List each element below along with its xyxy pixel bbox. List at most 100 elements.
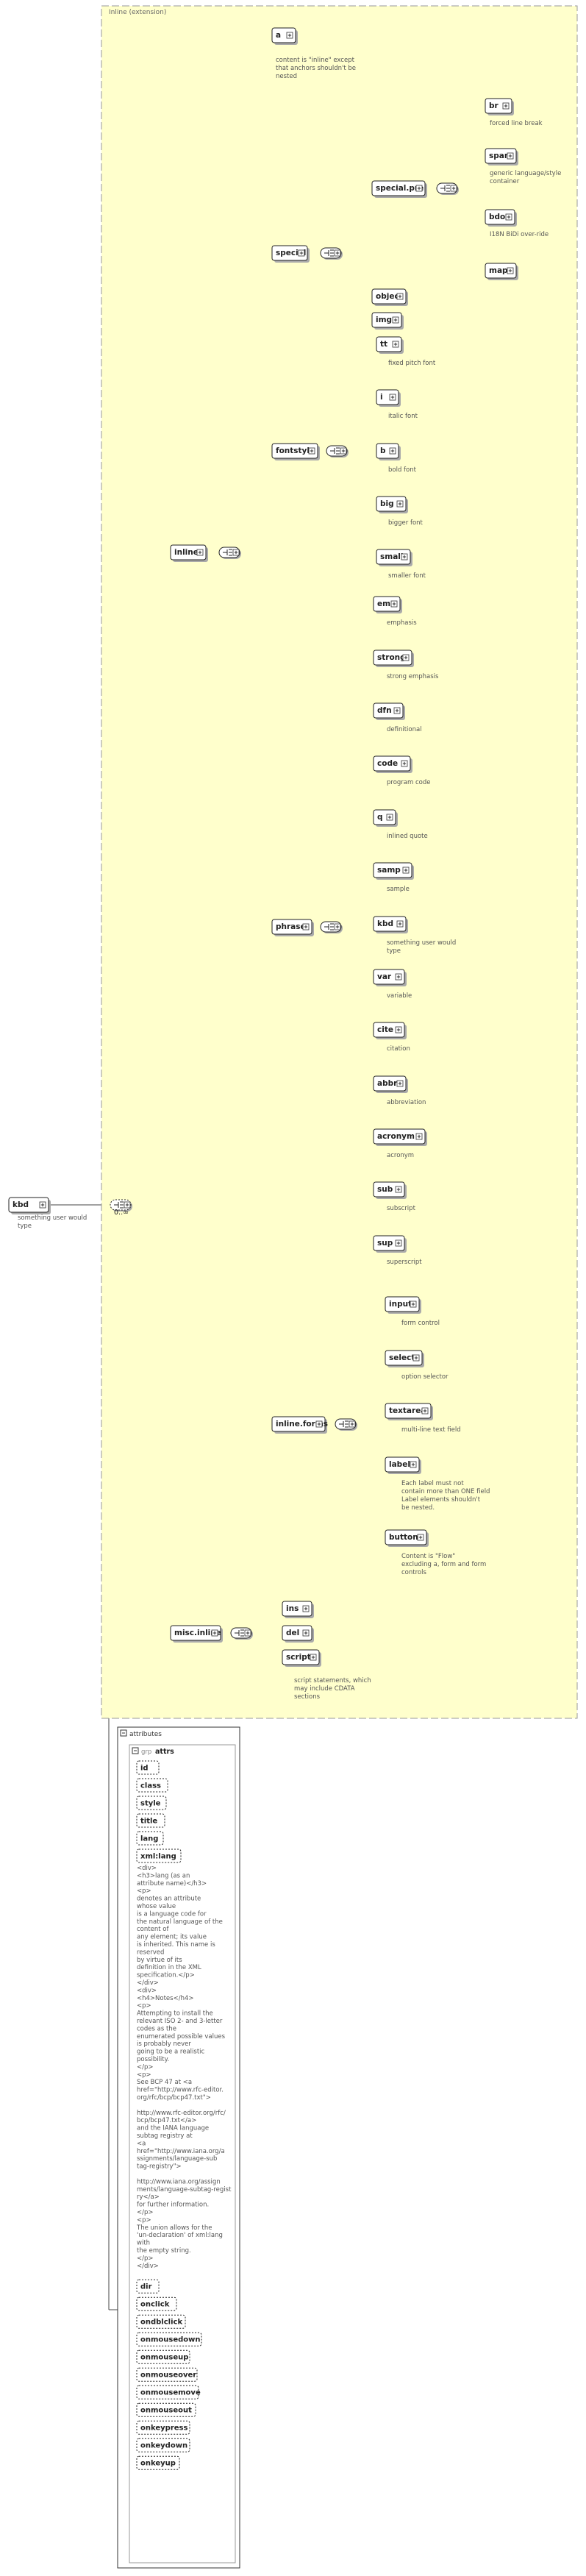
del-node[interactable]	[282, 1625, 312, 1641]
attr-lang-label: lang	[140, 1835, 158, 1843]
label-label: label	[389, 1460, 410, 1469]
attr-onmouseover[interactable]	[136, 2367, 198, 2382]
sup-label: sup	[377, 1239, 393, 1248]
br-node[interactable]	[485, 98, 512, 114]
big-node[interactable]	[376, 496, 407, 512]
script-node[interactable]	[282, 1649, 320, 1665]
attr-onkeydown-label: onkeydown	[140, 2442, 187, 2450]
sub-node[interactable]	[373, 1181, 405, 1198]
attr-dir[interactable]	[136, 2279, 160, 2294]
misc-inline-node[interactable]	[170, 1625, 221, 1641]
img-node[interactable]	[371, 312, 402, 328]
attr-onmouseup[interactable]	[136, 2349, 190, 2364]
input-doc-line: form control	[401, 1320, 440, 1327]
inline-forms-node[interactable]	[271, 1416, 326, 1432]
b-node[interactable]	[376, 443, 399, 459]
i-node[interactable]	[376, 389, 399, 405]
xml-lang-doc-line: attribute name)</h3>	[137, 1880, 207, 1887]
select-node[interactable]	[385, 1350, 423, 1366]
xml-lang-doc-line: Attempting to install the	[137, 2010, 213, 2018]
attr-xml-lang[interactable]	[136, 1849, 182, 1863]
attr-lang[interactable]	[136, 1831, 164, 1846]
big-doc-line: bigger font	[388, 519, 424, 527]
group-label: Inline (extension)	[109, 9, 166, 16]
xml-lang-doc-line: codes as the	[137, 2025, 176, 2032]
attr-title[interactable]	[136, 1813, 165, 1828]
abbr-node[interactable]	[373, 1075, 407, 1092]
dfn-doc-line: definitional	[387, 726, 422, 733]
kbd-node[interactable]	[373, 916, 407, 932]
bdo-node[interactable]	[485, 209, 515, 225]
xml-lang-doc-line: <p>	[137, 2002, 151, 2010]
attr-onkeyup[interactable]	[136, 2455, 180, 2470]
xml-lang-doc-line: tag-registry">	[137, 2163, 182, 2171]
label-node[interactable]	[385, 1456, 420, 1473]
em-node[interactable]	[373, 596, 401, 612]
xml-lang-doc-line: org/rfc/bcp/bcp47.txt">	[137, 2094, 211, 2102]
attr-onclick[interactable]	[136, 2296, 177, 2311]
sup-node[interactable]	[373, 1235, 405, 1251]
attr-style[interactable]	[136, 1796, 167, 1810]
inline-node[interactable]	[170, 544, 207, 561]
samp-node[interactable]	[373, 862, 412, 878]
var-node[interactable]	[373, 969, 405, 985]
xml-lang-doc-line: going to be a realistic	[137, 2049, 205, 2056]
xml-lang-doc-line: content of	[137, 1926, 169, 1933]
small-node[interactable]	[376, 549, 411, 565]
sub-label: sub	[377, 1185, 393, 1194]
kbd-label: kbd	[12, 1200, 29, 1209]
textarea-node[interactable]	[385, 1403, 432, 1419]
kbd-node[interactable]	[8, 1197, 49, 1213]
bdo-label: bdo	[489, 213, 505, 221]
samp-label: samp	[377, 866, 401, 875]
button-node[interactable]	[385, 1529, 427, 1545]
attr-class-label: class	[140, 1782, 161, 1790]
q-doc-line: inlined quote	[387, 833, 428, 840]
xml-lang-doc-line: href="http://www.iana.org/a	[137, 2148, 225, 2155]
dfn-node[interactable]	[373, 702, 404, 719]
acronym-node[interactable]	[373, 1128, 426, 1145]
special-node[interactable]	[271, 245, 308, 261]
attr-ondblclick[interactable]	[136, 2314, 186, 2329]
attributes-label: attributes	[129, 1731, 162, 1738]
xml-lang-doc-line: reserved	[137, 1949, 164, 1956]
label-doc-line: Each label must not	[401, 1480, 464, 1487]
xml-lang-doc-line: <a	[137, 2140, 146, 2147]
span-doc-line: generic language/style	[490, 170, 561, 177]
del-label: del	[286, 1629, 299, 1637]
input-label: input	[389, 1300, 412, 1309]
ins-node[interactable]	[282, 1601, 312, 1617]
label-doc-line: Label elements shouldn't	[401, 1496, 481, 1504]
xml-lang-doc-line: with	[137, 2240, 150, 2247]
attr-onkeypress[interactable]	[136, 2420, 190, 2435]
q-node[interactable]	[373, 809, 396, 825]
strong-doc-line: strong emphasis	[387, 673, 439, 680]
a-node[interactable]	[271, 27, 296, 43]
attr-class[interactable]	[136, 1778, 168, 1793]
code-node[interactable]	[373, 755, 411, 772]
attr-onmousedown[interactable]	[136, 2332, 202, 2346]
special-pre-node[interactable]	[371, 180, 426, 196]
strong-node[interactable]	[373, 650, 412, 666]
attr-id[interactable]	[136, 1760, 160, 1775]
map-node[interactable]	[485, 263, 517, 279]
object-node[interactable]	[371, 288, 407, 305]
script-doc-line: sections	[294, 1693, 321, 1701]
attr-onkeydown[interactable]	[136, 2438, 190, 2452]
attr-onmousemove[interactable]	[136, 2385, 199, 2399]
tt-node[interactable]	[376, 336, 402, 352]
b-label: b	[380, 446, 386, 455]
xml-lang-doc-line: See BCP 47 at <a	[137, 2079, 192, 2086]
attr-onmouseout[interactable]	[136, 2402, 196, 2417]
phrase-node[interactable]	[271, 919, 312, 935]
bdo-doc-line: I18N BiDi over-ride	[490, 231, 549, 238]
input-node[interactable]	[385, 1296, 420, 1312]
script-doc-line: script statements, which	[294, 1677, 371, 1684]
fontstyle-node[interactable]	[271, 443, 318, 459]
label-doc-line: contain more than ONE field	[401, 1488, 490, 1495]
cite-node[interactable]	[373, 1022, 405, 1038]
xml-lang-doc-line: is inherited. This name is	[137, 1941, 215, 1949]
select-doc-line: option selector	[401, 1373, 449, 1381]
attr-onmouseover-label: onmouseover	[140, 2372, 196, 2380]
span-node[interactable]	[485, 148, 517, 164]
